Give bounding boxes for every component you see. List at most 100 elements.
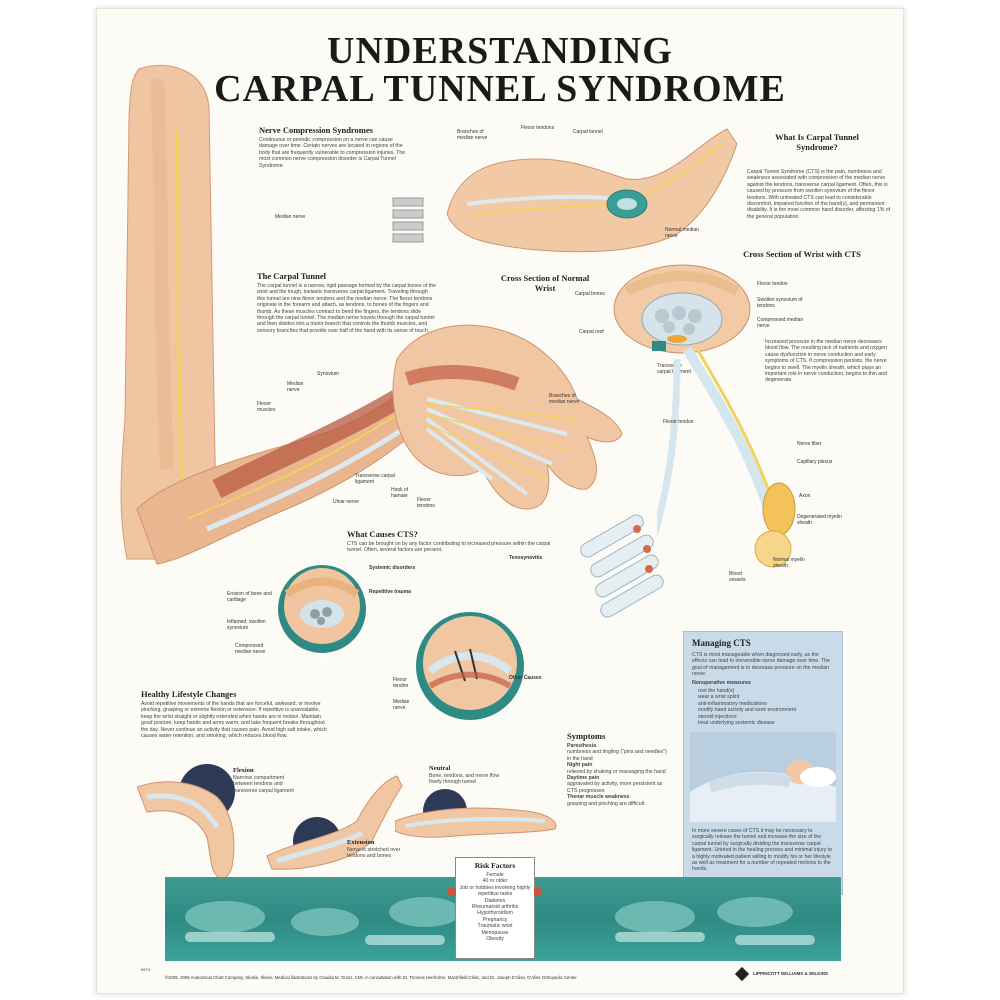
footer-publisher: LIPPINCOTT WILLIAMS & WILKINS (753, 971, 828, 976)
label-flexor-tendon-2: Flexor tendon (663, 419, 694, 425)
label-tenosynovitis: Tenosynovitis (509, 555, 543, 561)
risk-item: Female (486, 872, 504, 878)
managing-item: treat underlying systemic disease (698, 720, 775, 727)
arm-illustration (120, 64, 623, 565)
symptom-item: Thenar muscle weakness (567, 794, 630, 801)
tenosynovitis-illustration (580, 514, 664, 618)
label-blood-vessels: Blood vessels (729, 571, 746, 583)
label-branches-2: Branches of median nerve (549, 393, 580, 405)
label-carpal-roof: Carpal roof (579, 329, 604, 335)
label-compressed-median-2: Compressed median nerve (235, 643, 266, 655)
label-swollen-synovium: Swollen synovium of tendons (757, 297, 803, 309)
what-causes-heading: What Causes CTS? (347, 529, 418, 539)
label-inflamed: Inflamed, swollen synovium (227, 619, 266, 631)
label-compressed-median: Compressed median nerve (757, 317, 804, 329)
symptom-item: grasping and pinching are difficult (567, 800, 645, 807)
label-hook-hamate: Hook of hamate (391, 487, 409, 499)
label-synovium: Synovium (317, 371, 339, 377)
managing-item: rest the hand(s) (698, 688, 735, 694)
risk-item: Rheumatoid arthritis (471, 904, 519, 911)
extension-illustration (266, 775, 403, 870)
flexion-heading: Flexion (233, 767, 254, 774)
what-causes-body: CTS can be brought on by any factor cont… (347, 541, 551, 554)
label-myelin: Degenerated myelin sheath (797, 514, 842, 526)
label-capillary: Capillary plexus (797, 459, 833, 465)
neutral-heading: Neutral (429, 765, 451, 772)
label-flexor-tendon: Flexor tendon (757, 281, 788, 287)
rheumatoid-circle (278, 565, 366, 653)
label-flexor-tendon-3: Flexor tendon (393, 677, 409, 689)
risk-item: Traumatic wrist (477, 923, 513, 930)
managing-body: CTS is most manageable when diagnosed ea… (692, 652, 830, 678)
cross-cts-heading: Cross Section of Wrist with CTS (743, 249, 861, 259)
risk-factors-list: Female 40 or older Job or hobbies involv… (456, 872, 534, 942)
risk-marker-right (534, 888, 542, 896)
sleeping-person-illustration (690, 732, 836, 822)
label-repetitive: Repetitive trauma (369, 589, 411, 595)
label-ulnar-nerve: Ulnar nerve (333, 499, 359, 505)
neutral-body: Bone, tendons, and nerve flow freely thr… (429, 773, 500, 786)
symptom-item: Paresthesia (567, 743, 597, 749)
cross-cts-body: Increased pressure in the median nerve d… (765, 339, 887, 384)
label-bone-erosion: Erosion of bone and cartilage (227, 591, 272, 603)
extension-body: Nerve is stretched over tendons and bone… (347, 847, 401, 860)
symptom-item: Night pain (567, 762, 593, 769)
risk-factors-heading: Risk Factors (474, 861, 516, 870)
risk-marker-left (448, 888, 456, 896)
poster-title-line1: UNDERSTANDING (327, 30, 673, 72)
label-axon: Axon (799, 493, 811, 499)
risk-item: Diabetes (484, 897, 506, 904)
label-branches: Branches of median nerve (457, 129, 488, 141)
what-is-cts-body: Carpal Tunnel Syndrome (CTS) is the pain… (747, 169, 891, 220)
label-fracture: Fracture (460, 725, 480, 731)
managing-list: rest the hand(s) wear a wrist splint ant… (698, 688, 834, 726)
label-normal-median: Normal median nerve (665, 227, 699, 239)
risk-factors-box: Risk Factors Female 40 or older Job or h… (448, 857, 542, 959)
label-median-nerve-3: Median nerve (393, 699, 410, 711)
risk-item: Hypothyroidism (477, 910, 513, 917)
symptom-item: Daytime pain (567, 775, 600, 782)
neutral-illustration (395, 789, 557, 838)
risk-item: Pregnancy (482, 916, 508, 923)
cross-section-cts (613, 264, 751, 354)
risk-item: Job or hobbies involving highly repetiti… (459, 884, 531, 898)
symptom-item: aggravated by activity, more persistent … (567, 781, 663, 794)
label-flexor-tendons: Flexor tendons (521, 125, 555, 131)
managing-item: steroid injections (698, 713, 737, 720)
managing-item: anti-inflammatory medications (698, 700, 767, 707)
cross-normal-heading: Cross Section of Normal Wrist (500, 273, 590, 293)
managing-cts-panel: Managing CTS CTS is most manageable when… (683, 631, 843, 895)
managing-subheading: Nonoperative measures (692, 680, 751, 686)
label-rheumatoid: Rheumatoid Arthritis (304, 655, 350, 661)
carpal-tunnel-heading: The Carpal Tunnel (257, 271, 326, 281)
symptom-item: numbness and tingling ("pins and needles… (567, 749, 667, 762)
managing-item: wear a wrist splint (698, 694, 740, 701)
extension-heading: Extension (347, 839, 375, 846)
poster: UNDERSTANDING CARPAL TUNNEL SYNDROME Med… (96, 8, 904, 994)
label-median-nerve-2: Median nerve (287, 381, 304, 393)
managing-heading: Managing CTS (692, 638, 751, 648)
managing-item: modify hand activity and work environmen… (698, 707, 797, 714)
footer-copyright: ©2005, 2006 Anatomical Chart Company, Sk… (165, 975, 578, 980)
fracture-circle (416, 612, 524, 720)
healthy-body: Avoid repetitive movements of the hands … (141, 701, 327, 740)
label-nerve-fiber: Nerve fiber (797, 441, 822, 447)
poster-title-line2: CARPAL TUNNEL SYNDROME (214, 68, 786, 110)
label-median-nerve-arm: Median nerve (275, 214, 306, 220)
nerve-compression-heading: Nerve Compression Syndromes (259, 125, 373, 135)
risk-item: 40 or older (482, 878, 508, 885)
label-normal-myelin: Normal myelin sheath (773, 557, 805, 569)
nerve-compression-body: Continuous or periodic compression on a … (259, 137, 406, 169)
symptoms-list: Paresthesia numbness and tingling ("pins… (567, 743, 671, 807)
risk-item: Menopause (481, 929, 509, 936)
label-flexor-tendons-2: Flexor tendons (417, 497, 435, 509)
label-carpal-tunnel: Carpal tunnel (573, 129, 603, 135)
label-carpal-bones: Carpal bones (575, 291, 605, 297)
carpal-tunnel-body: The carpal tunnel is a narrow, rigid pas… (257, 283, 437, 334)
label-flexor-muscles: Flexor muscles (257, 401, 276, 413)
palm-view-illustration (446, 128, 738, 253)
managing-footer: In more severe cases of CTS it may be ne… (692, 828, 833, 873)
wrist-bones-small (392, 197, 424, 243)
label-systemic: Systemic disorders (369, 565, 416, 571)
symptom-item: relieved by shaking or massaging the han… (567, 768, 666, 775)
